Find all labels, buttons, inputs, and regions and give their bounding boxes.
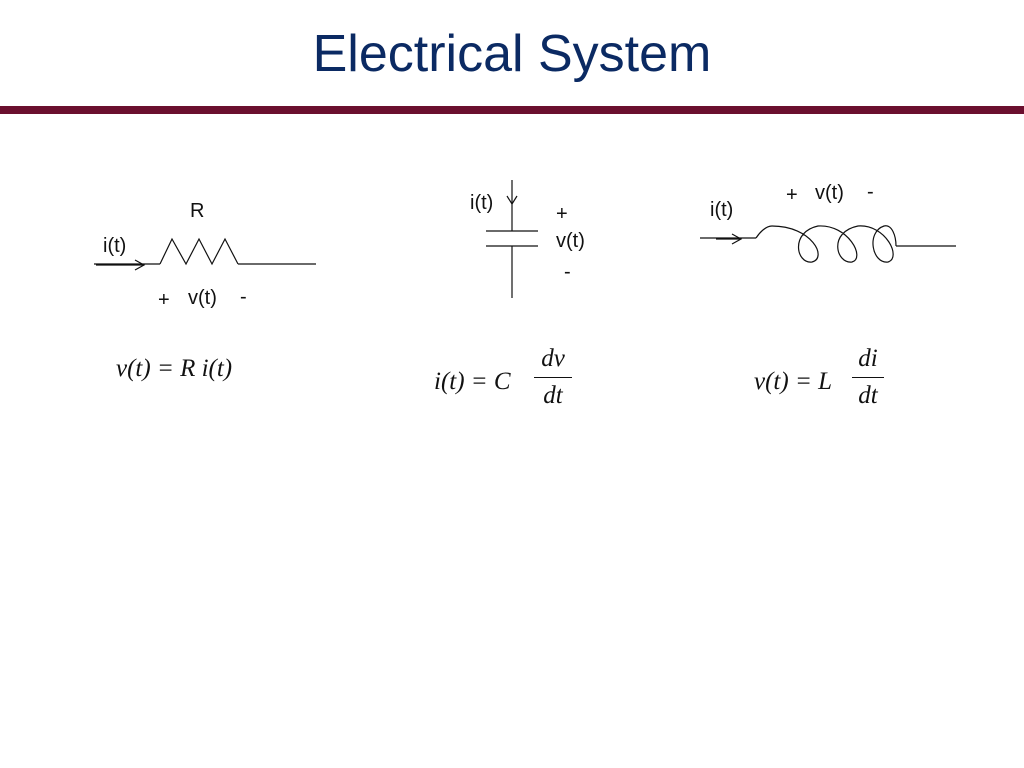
title-rule bbox=[0, 106, 1024, 114]
capacitor-minus-sign: - bbox=[564, 261, 571, 283]
capacitor-fraction-denominator: dt bbox=[543, 382, 563, 410]
resistor-current-label: i(t) bbox=[103, 235, 127, 257]
resistor-voltage-label: v(t) bbox=[188, 287, 217, 309]
inductor-fraction-numerator: di bbox=[858, 345, 878, 372]
resistor-minus-sign: - bbox=[240, 286, 247, 308]
resistor-plus-sign: + bbox=[158, 289, 170, 311]
resistor-zigzag bbox=[159, 237, 239, 266]
resistor-name-label: R bbox=[190, 200, 205, 222]
inductor-coil bbox=[755, 225, 897, 263]
capacitor-equation-lhs: i(t) = C bbox=[434, 368, 511, 395]
capacitor-symbol bbox=[486, 180, 538, 298]
capacitor-derivative-fraction: dv dt bbox=[534, 344, 572, 411]
inductor-equation-lhs: v(t) = L bbox=[754, 368, 832, 395]
inductor-fraction-bar bbox=[852, 377, 884, 379]
inductor-fraction-denominator: dt bbox=[858, 382, 878, 410]
resistor-symbol bbox=[94, 237, 316, 271]
capacitor-fraction-numerator: dv bbox=[541, 345, 565, 372]
title-rule-bar bbox=[0, 106, 1024, 114]
capacitor-voltage-label: v(t) bbox=[556, 230, 585, 252]
slide-title: Electrical System bbox=[312, 25, 712, 83]
inductor-voltage-label: v(t) bbox=[815, 182, 844, 204]
resistor-current-arrow-head bbox=[134, 259, 146, 271]
capacitor-current-arrow-head bbox=[506, 195, 518, 206]
inductor-symbol bbox=[700, 225, 956, 263]
inductor-plus-sign: + bbox=[786, 184, 798, 206]
capacitor-plus-sign: + bbox=[556, 203, 568, 225]
capacitor-fraction-bar bbox=[534, 377, 572, 379]
inductor-current-label: i(t) bbox=[710, 199, 734, 221]
inductor-current-arrow-head bbox=[731, 233, 743, 245]
inductor-derivative-fraction: di dt bbox=[852, 344, 884, 411]
resistor-equation: v(t) = R i(t) bbox=[116, 355, 233, 382]
inductor-minus-sign: - bbox=[867, 181, 874, 203]
capacitor-current-label: i(t) bbox=[470, 192, 494, 214]
